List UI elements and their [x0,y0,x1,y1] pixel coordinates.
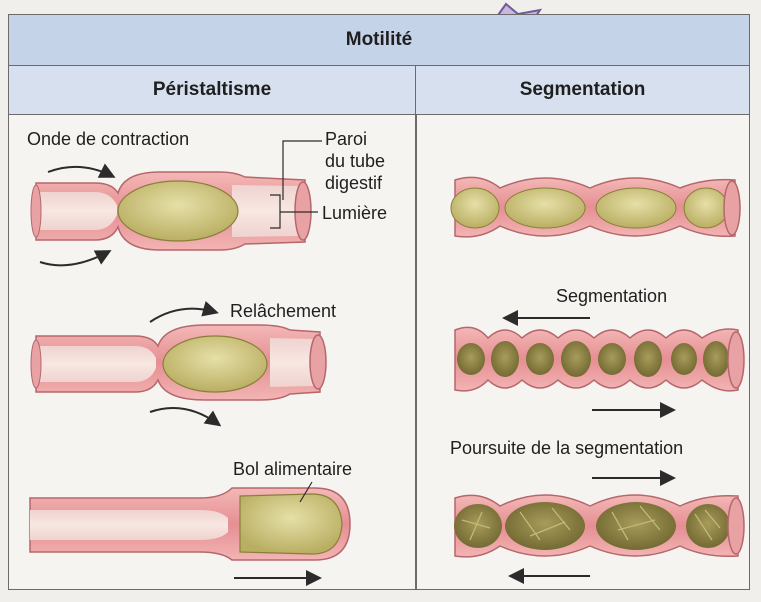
label-relachement: Relâchement [230,300,336,322]
label-paroi-2: du tube [325,150,385,172]
relaxation-arrow-top [150,309,215,322]
label-lumiere: Lumière [322,202,387,224]
segmentation-tube-3 [454,478,744,557]
label-onde-contraction: Onde de contraction [27,128,189,150]
contraction-arrow-top [48,167,112,176]
label-paroi-3: digestif [325,172,382,194]
relaxation-arrow-bottom [150,408,218,424]
label-poursuite-segmentation: Poursuite de la segmentation [450,437,683,459]
segmentation-tube-1 [451,177,740,237]
contraction-arrow-bottom [40,252,108,265]
peristalsis-tube-2 [31,325,326,400]
label-bol-alimentaire: Bol alimentaire [233,458,352,480]
label-segmentation: Segmentation [556,285,667,307]
segmentation-tube-2 [455,327,744,391]
peristalsis-tube-1 [31,172,311,250]
label-paroi-1: Paroi [325,128,367,150]
